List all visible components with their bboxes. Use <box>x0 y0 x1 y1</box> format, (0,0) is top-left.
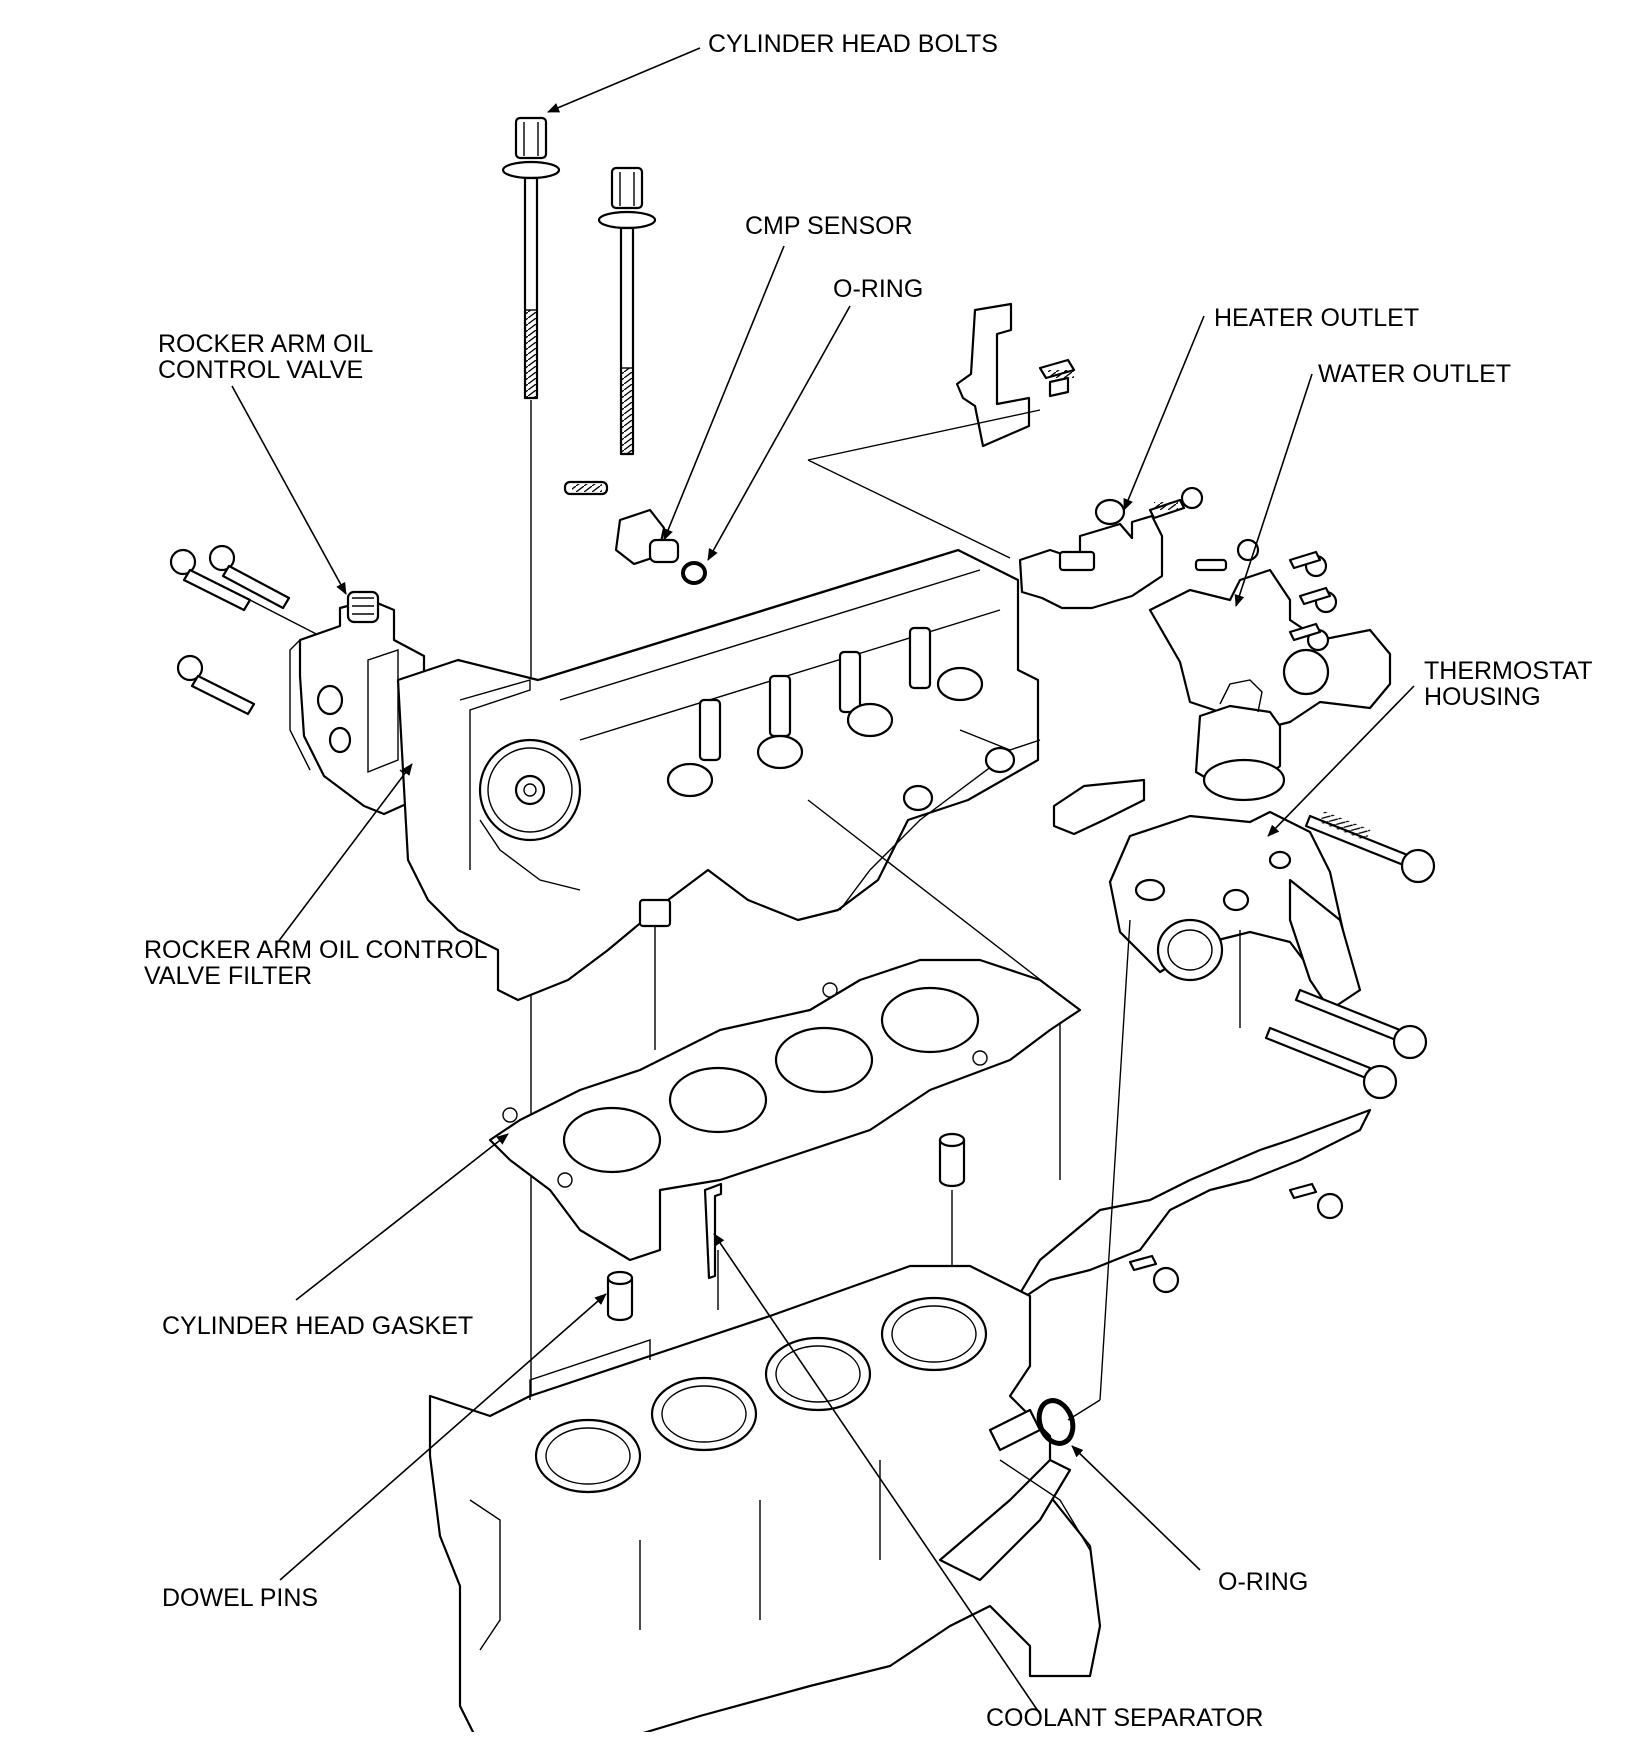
thermostat-housing <box>1052 679 1436 1100</box>
cmp-sensor <box>563 480 680 566</box>
cylinder-head-gasket <box>488 958 1082 1262</box>
label-rocker-valve-line2: CONTROL VALVE <box>158 356 363 384</box>
label-water-outlet: WATER OUTLET <box>1318 360 1511 388</box>
label-heater-outlet: HEATER OUTLET <box>1214 304 1419 332</box>
label-rocker-valve-line1: ROCKER ARM OIL <box>158 330 373 358</box>
leader-lines <box>231 47 1415 1715</box>
gasket-bracket-right <box>1008 1108 1372 1312</box>
water-outlet <box>1148 538 1392 734</box>
label-coolant-separator: COOLANT SEPARATOR <box>986 1704 1263 1732</box>
label-cylinder-head-bolts: CYLINDER HEAD BOLTS <box>708 30 998 58</box>
engine-block <box>428 1264 1102 1737</box>
label-cylinder-head-gasket: CYLINDER HEAD GASKET <box>162 1312 473 1340</box>
o-ring-cmp <box>681 561 707 585</box>
label-thermostat-line1: THERMOSTAT <box>1424 657 1593 685</box>
rocker-arm-oil-control-valve <box>169 544 426 816</box>
coolant-separator <box>703 1182 723 1310</box>
label-dowel-pins: DOWEL PINS <box>162 1584 318 1612</box>
label-o-ring-bottom: O-RING <box>1218 1568 1308 1596</box>
labels: CYLINDER HEAD BOLTS CMP SENSOR O-RING HE… <box>144 30 1593 1732</box>
cylinder-head <box>396 548 1061 1180</box>
cylinder-head-bolt-2 <box>597 166 657 456</box>
heater-outlet <box>1018 486 1204 610</box>
cylinder-head-bolt-1 <box>501 116 561 400</box>
label-rocker-filter-line1: ROCKER ARM OIL CONTROL <box>144 936 488 964</box>
label-thermostat-line2: HOUSING <box>1424 683 1541 711</box>
o-ring-bottom-part <box>1036 919 1131 1446</box>
label-rocker-filter-line2: VALVE FILTER <box>144 962 312 990</box>
bracket-top <box>807 302 1076 559</box>
label-o-ring-top: O-RING <box>833 275 923 303</box>
label-cmp-sensor: CMP SENSOR <box>745 212 913 240</box>
